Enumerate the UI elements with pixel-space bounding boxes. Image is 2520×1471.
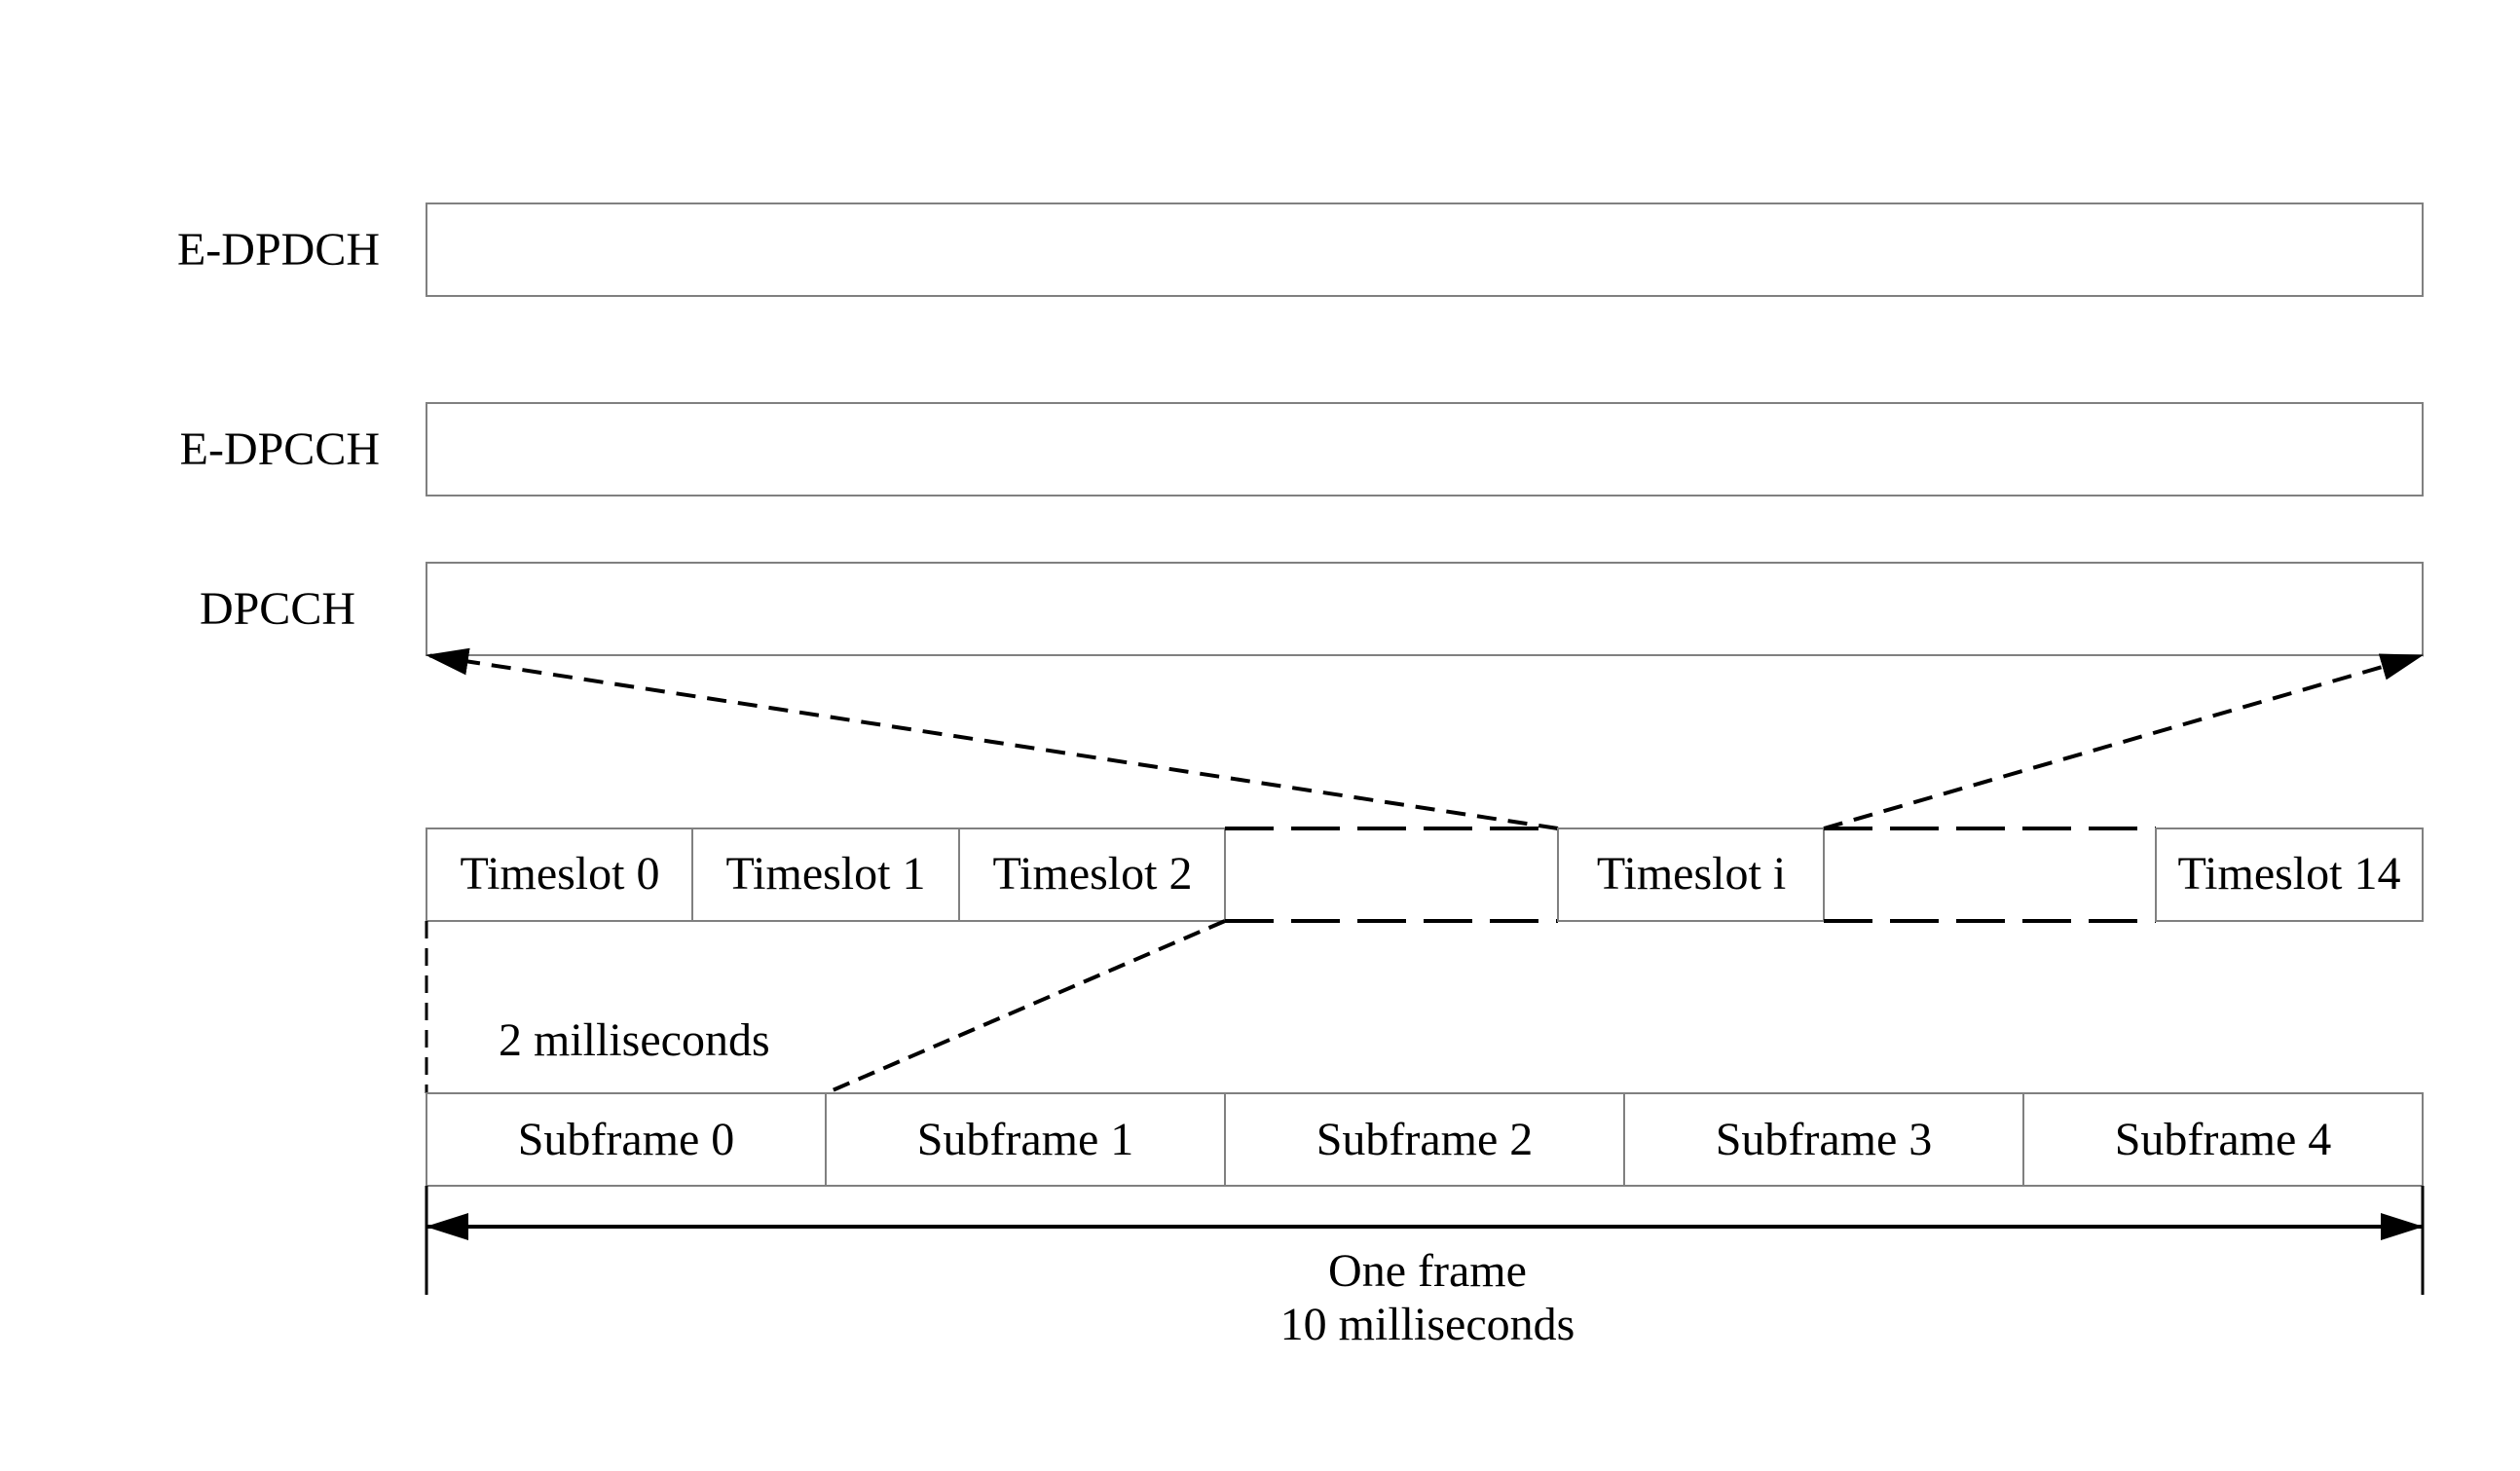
subframe-2-label: Subframe 2 bbox=[1316, 1117, 1534, 1163]
e-dpdch-channel-box bbox=[426, 203, 2423, 296]
expand-arrow-left bbox=[426, 655, 1558, 828]
expand-arrow-right bbox=[1824, 655, 2423, 828]
frame-label-line1: One frame bbox=[1280, 1244, 1575, 1298]
timeslot-i-label: Timeslot i bbox=[1597, 851, 1786, 898]
e-dpcch-label: E-DPCCH bbox=[136, 426, 380, 473]
subframe-0-label: Subframe 0 bbox=[518, 1117, 735, 1163]
subframe-3-label: Subframe 3 bbox=[1716, 1117, 1933, 1163]
timeslot-0-label: Timeslot 0 bbox=[461, 851, 660, 898]
e-dpcch-channel-box bbox=[426, 403, 2423, 496]
dpcch-channel-box bbox=[426, 563, 2423, 655]
timeslot-2-label: Timeslot 2 bbox=[993, 851, 1193, 898]
zoom-line-right bbox=[826, 921, 1225, 1093]
frame-label: One frame 10 milliseconds bbox=[1280, 1244, 1575, 1351]
subframe-1-label: Subframe 1 bbox=[917, 1117, 1134, 1163]
subframe-4-label: Subframe 4 bbox=[2115, 1117, 2332, 1163]
dpcch-label: DPCCH bbox=[112, 586, 355, 633]
e-dpdch-label: E-DPDCH bbox=[136, 227, 380, 274]
timeslot-1-label: Timeslot 1 bbox=[726, 851, 926, 898]
subframe-duration-label: 2 milliseconds bbox=[499, 1017, 770, 1064]
timeslot-14-label: Timeslot 14 bbox=[2178, 851, 2401, 898]
frame-label-line2: 10 milliseconds bbox=[1280, 1298, 1575, 1351]
